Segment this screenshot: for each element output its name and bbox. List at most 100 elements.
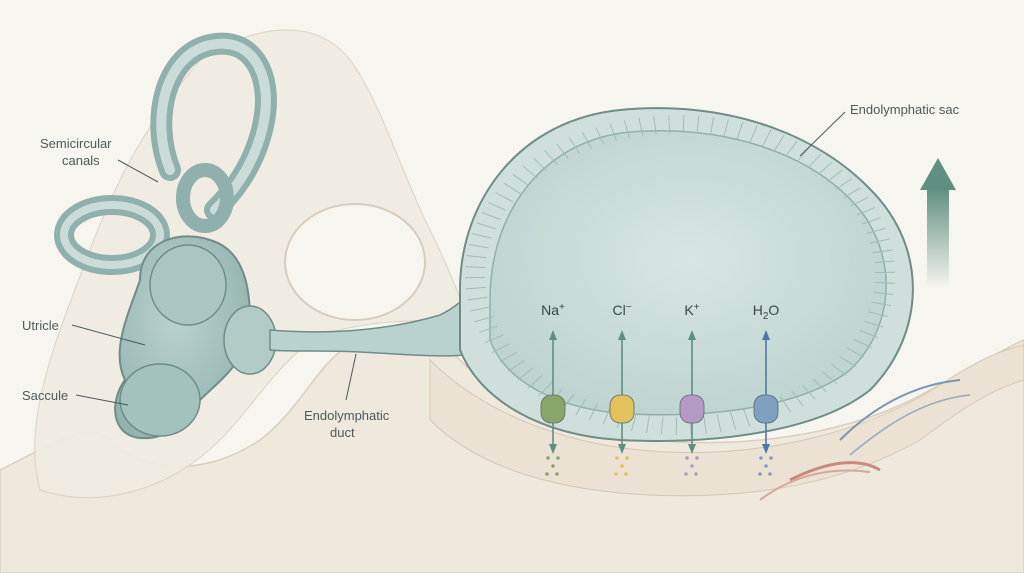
arrowhead-up: [762, 330, 770, 340]
ion-particle: [764, 464, 768, 468]
epithelial-cell-boundary: [843, 187, 861, 199]
ion-particle: [758, 472, 762, 476]
epithelial-cell-boundary: [730, 412, 737, 430]
epithelial-cell-boundary: [846, 347, 865, 358]
epithelial-cell-boundary: [868, 311, 888, 317]
epithelial-cell-boundary: [749, 125, 758, 143]
nerve-blue: [839, 379, 961, 441]
epithelial-cell-boundary: [807, 153, 822, 169]
epithelial-cell-boundary: [822, 371, 838, 385]
epithelial-cell-boundary: [653, 116, 657, 135]
epithelial-cell-boundary: [495, 192, 514, 203]
epithelial-cell-boundary: [568, 137, 581, 154]
epithelial-cell-boundary: [544, 150, 558, 165]
epithelial-cell-boundary: [743, 409, 751, 427]
epithelial-cell-boundary: [465, 266, 486, 269]
ion-particle: [555, 472, 559, 476]
label-sac: Endolymphatic sac: [850, 102, 960, 117]
epithelial-cell-boundary: [479, 325, 499, 333]
epithelial-cell-boundary: [736, 121, 744, 140]
epithelial-cell-boundary: [761, 129, 772, 147]
epithelial-cell-boundary: [609, 123, 617, 141]
semicircular-canal-superior-lumen: [156, 38, 271, 215]
epithelial-cell-boundary: [602, 407, 611, 425]
epithelial-cell-boundary: [533, 157, 548, 172]
saccule-sac: [119, 363, 201, 437]
epithelial-cell-boundary: [874, 281, 895, 284]
epithelial-cell-boundary: [638, 117, 644, 136]
epithelial-cell-boundary: [797, 146, 810, 162]
semicircular-canal-lateral-lumen: [60, 201, 164, 269]
ion-particle: [545, 472, 549, 476]
arrowhead-down: [549, 444, 557, 454]
epithelial-cell-boundary: [861, 217, 881, 225]
ion-particle: [695, 456, 699, 460]
epithelial-cell-boundary: [869, 238, 890, 244]
epithelial-cell-boundary: [716, 414, 722, 433]
ion-label: H2O: [753, 302, 780, 322]
epithelial-cell-boundary: [802, 385, 816, 400]
epithelial-cell-boundary: [785, 140, 798, 157]
utricle-sac: [149, 244, 227, 326]
label-duct-2: duct: [330, 425, 355, 440]
ion-channel: [753, 394, 779, 424]
ion-channel: [609, 394, 635, 424]
epithelial-cell-boundary: [835, 178, 852, 190]
epithelial-cell-boundary: [465, 286, 486, 290]
ion-particle: [551, 464, 555, 468]
arrowhead-up: [549, 330, 557, 340]
epithelial-cell-boundary: [623, 120, 630, 138]
epithelial-cell-boundary: [491, 343, 510, 354]
epithelial-cell-boundary: [474, 316, 494, 323]
epithelial-cell-boundary: [874, 260, 895, 264]
arrowhead-down: [762, 444, 770, 454]
ion-particle: [556, 456, 560, 460]
epithelial-cell-boundary: [472, 233, 492, 239]
epithelial-cell-boundary: [831, 363, 848, 377]
leader-utricle: [71, 324, 146, 346]
leader-duct: [345, 353, 357, 401]
epithelial-cell-boundary: [468, 244, 489, 249]
epithelial-cell-boundary: [817, 161, 833, 175]
ion-particle: [546, 456, 550, 460]
epithelial-cell-boundary: [517, 367, 534, 381]
epithelial-cell-boundary: [703, 415, 707, 434]
epithelial-cell-boundary: [575, 398, 586, 416]
ion-particle: [614, 472, 618, 476]
ion-particle: [694, 472, 698, 476]
epithelial-cell-boundary: [774, 134, 785, 152]
epithelial-cell-boundary: [839, 355, 857, 368]
epithelial-cell-boundary: [522, 165, 538, 179]
ion-particle: [759, 456, 763, 460]
epithelial-cell-boundary: [826, 169, 843, 183]
ion-label: Cl−: [612, 302, 631, 318]
epithelial-cell-boundary: [853, 339, 872, 349]
epithelial-cell-boundary: [466, 255, 487, 259]
leader-saccule: [75, 394, 129, 406]
ion-particle: [684, 472, 688, 476]
arrowhead-up: [618, 330, 626, 340]
ion-channel: [540, 394, 566, 424]
epithelial-cell-boundary: [581, 132, 592, 149]
ion-channel: [679, 394, 705, 424]
epithelial-cell-boundary: [512, 173, 529, 187]
ion-particle: [624, 472, 628, 476]
epithelial-cell-boundary: [645, 415, 650, 434]
epithelial-cell-boundary: [864, 320, 884, 328]
upward-arrow-head: [920, 158, 956, 190]
epithelial-cell-boundary: [499, 351, 517, 363]
epithelial-cell-boundary: [779, 396, 792, 413]
ion-transport-group: Na+Cl−K+H2O: [540, 302, 780, 476]
ion-particle: [625, 456, 629, 460]
epithelial-cell-boundary: [467, 296, 488, 301]
label-semicircular-1: Semicircular: [40, 136, 112, 151]
epithelial-cell-boundary: [476, 222, 496, 230]
epithelial-cell-boundary: [595, 127, 605, 145]
epithelial-cell-boundary: [710, 116, 715, 135]
utricular-duct-bulge: [223, 305, 277, 375]
label-duct-1: Endolymphatic: [304, 408, 390, 423]
label-utricle: Utricle: [22, 318, 59, 333]
leader-sac: [799, 111, 846, 157]
epithelial-cell-boundary: [850, 196, 869, 207]
